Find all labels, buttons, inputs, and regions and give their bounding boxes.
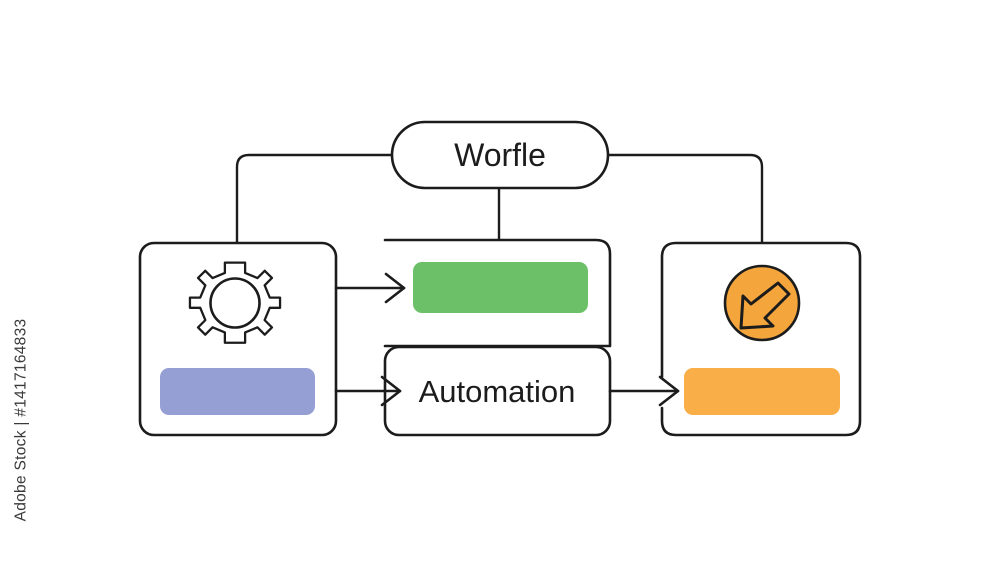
automation-label: Automation <box>419 374 576 409</box>
gear-hub-hole <box>209 277 261 329</box>
middle-top-card[interactable] <box>383 238 612 348</box>
connector-worfle-to-right <box>606 153 764 245</box>
purple-bar <box>160 368 315 415</box>
left-card[interactable] <box>138 241 338 437</box>
connector-left-to-automation <box>334 375 402 407</box>
arrow-layer <box>334 272 680 407</box>
arrow-down-left-circle-icon <box>723 264 801 342</box>
badge-circle <box>723 264 801 342</box>
connector-automation-to-right <box>608 375 680 407</box>
right-card[interactable] <box>660 241 862 437</box>
green-bar <box>413 262 588 313</box>
gear-icon <box>188 261 282 344</box>
worfle-node[interactable]: Worfle <box>390 120 610 190</box>
worfle-label: Worfle <box>454 137 546 173</box>
gear-outer-path <box>188 261 282 344</box>
middle-bottom-card[interactable]: Automation <box>383 345 612 437</box>
orange-bar <box>684 368 840 415</box>
arrow-down-left-glyph <box>739 281 791 330</box>
worfle-pill <box>390 120 610 190</box>
connector-worfle-to-left <box>235 153 394 245</box>
connector-left-to-green <box>334 272 406 304</box>
connector-layer <box>235 153 764 245</box>
